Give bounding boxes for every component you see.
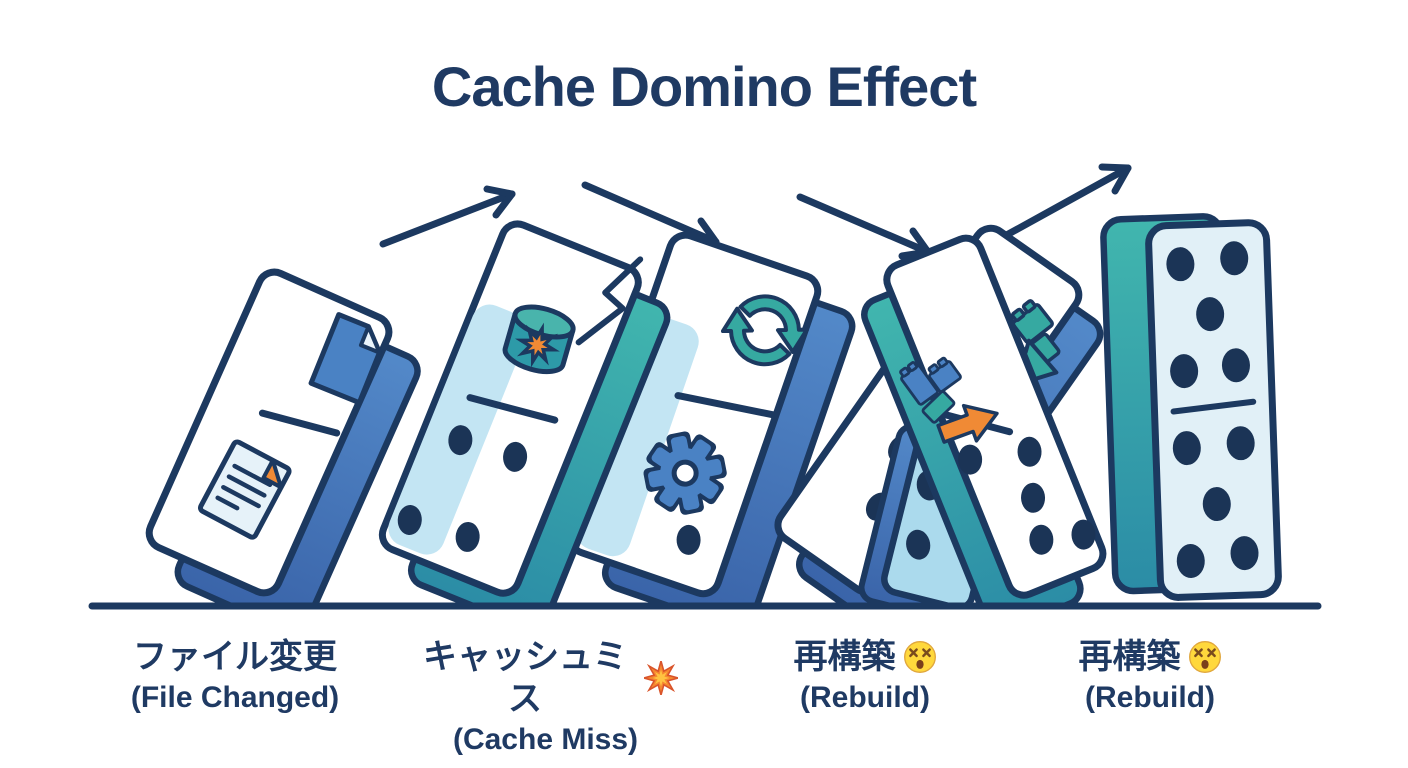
pip: [676, 524, 701, 555]
domino-divider: [466, 394, 559, 424]
file-icon: [308, 312, 382, 406]
crack-icon: [575, 256, 644, 346]
domino-divider: [258, 409, 341, 437]
domino-divider: [674, 392, 779, 419]
label-jp: 再構築: [1020, 636, 1280, 678]
label-en: (Rebuild): [800, 681, 930, 714]
file-changed-domino: [145, 268, 421, 604]
arrow-4-icon: [999, 163, 1132, 241]
collision-emoji-icon: [644, 661, 678, 695]
label-en: (File Changed): [130, 681, 340, 714]
rebuild-domino: [567, 231, 856, 604]
pips: [397, 425, 528, 552]
pips: [958, 436, 1096, 555]
label-file-changed: ファイル変更 (File Changed): [105, 636, 365, 718]
arrow-3-icon: [796, 193, 932, 260]
database-crash-icon: [502, 304, 576, 375]
cache-miss-domino: [378, 220, 671, 604]
label-cache-miss: キャッシュミス (Cache Miss): [413, 636, 678, 760]
standing-domino: [1100, 213, 1282, 601]
label-jp: ファイル変更: [133, 638, 337, 676]
label-jp: キャッシュミス: [413, 636, 678, 720]
dizzy-face-emoji-icon: [1188, 641, 1221, 673]
page-title: Cache Domino Effect: [431, 55, 977, 118]
label-en: (Cache Miss): [452, 723, 639, 756]
domino-divider: [1170, 398, 1257, 415]
label-jp: 再構築: [735, 636, 995, 678]
dizzy-face-emoji-icon: [903, 641, 936, 673]
gear-icon: [643, 431, 727, 515]
package-blocks-icon: [895, 354, 963, 424]
document-icon: [197, 439, 292, 540]
label-en: (Rebuild): [1085, 681, 1215, 714]
domino-face: [1145, 219, 1282, 601]
label-rebuild-2: 再構築 (Rebuild): [1020, 636, 1280, 718]
face-shading: [576, 317, 699, 557]
label-rebuild-1: 再構築 (Rebuild): [735, 636, 995, 718]
pips-five-five: [1166, 241, 1259, 578]
arrow-1-icon: [379, 185, 516, 248]
refresh-icon: [717, 294, 809, 378]
